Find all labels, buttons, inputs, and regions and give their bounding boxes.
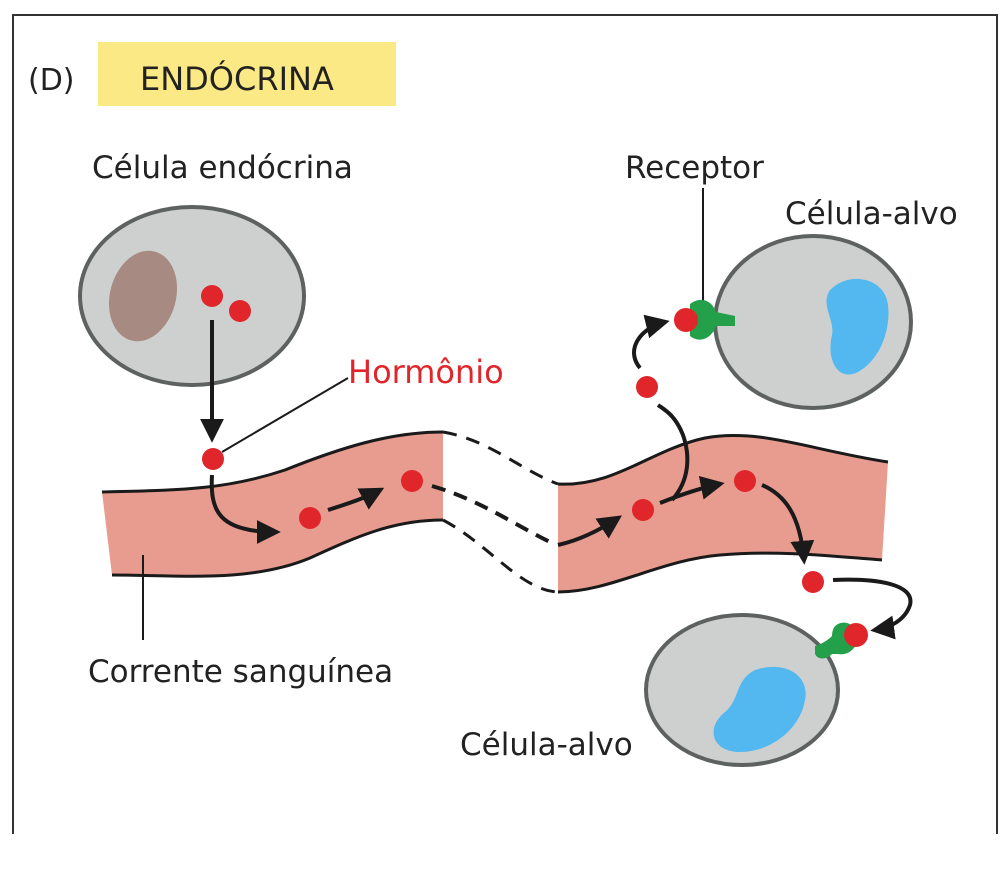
hormone-dot-blood-1 [299,507,321,529]
bloodstream-right-bottom-wall [557,551,883,594]
hormone-dot-blood-2 [401,470,423,492]
hormone-dot-exit-down [802,571,824,593]
flow-arrow-across-gap [431,484,551,544]
flow-arrow-to-receptor-top [632,314,670,370]
flow-arrow-into-bloodstream [209,474,281,544]
hormone-dot-in-cell-2 [229,300,251,322]
flow-arrow-exit-down [761,483,815,565]
bloodstream-left-segment [102,432,443,577]
bloodstream-gap-bottom-dashed [442,518,559,594]
bloodstream-left-top-wall [101,430,444,494]
flow-arrow-exit-up [656,403,690,502]
hormone-dot-bound-top [674,308,698,332]
target-cell-top-nucleus [826,278,889,375]
bloodstream-left-bottom-wall [111,518,444,578]
bloodstream-right-top-wall [557,434,889,486]
endocrine-cell-label: Célula endócrina [92,150,353,186]
target-cell-bottom-nucleus [713,666,806,752]
receptor-label: Receptor [625,150,764,186]
hormone-dot-secreted [202,448,224,470]
hormone-dot-blood-3 [632,499,654,521]
hormone-dot-in-cell-1 [201,285,223,307]
bloodstream-right-segment [558,435,888,592]
bloodstream-label: Corrente sanguínea [88,654,393,690]
hormone-label: Hormônio [348,353,504,391]
hormone-dot-exit-up [636,376,658,398]
receptor-top [690,299,735,340]
flow-arrow-right-segment-2 [659,476,725,505]
panel-title: ENDÓCRINA [140,59,334,98]
bloodstream-gap-top-dashed [442,430,559,486]
panel-title-background [98,42,396,106]
flow-arrow-to-receptor-bottom [832,577,913,640]
hormone-dot-bound-bottom [844,623,868,647]
hormone-dot-blood-4 [734,470,756,492]
flow-arrow-right-segment-1 [557,515,622,547]
endocrine-cell-nucleus [108,250,178,342]
panel-letter: (D) [28,63,75,98]
figure-frame [12,14,998,834]
target-cell-bottom-label: Célula-alvo [460,727,633,763]
flow-arrow-left-segment [327,487,385,512]
hormone-leader-line [221,377,349,453]
target-cell-top-label: Célula-alvo [785,196,958,232]
